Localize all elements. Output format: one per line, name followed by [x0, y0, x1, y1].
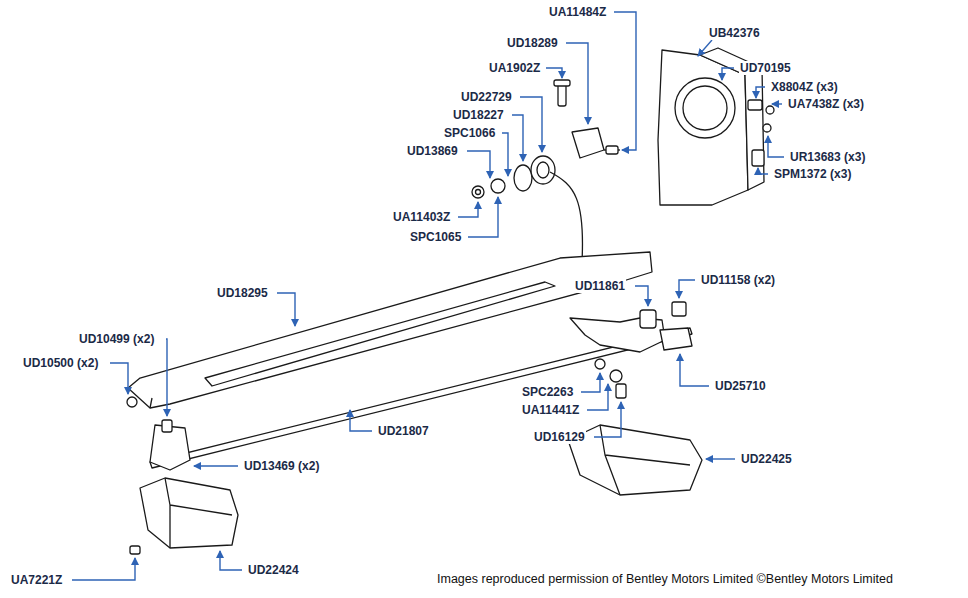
- part-number: UD18295: [216, 286, 269, 300]
- part-number: UD11158 (x2): [700, 273, 776, 287]
- part-number: UD70195: [739, 61, 792, 75]
- part-number: UA1902Z: [488, 61, 541, 75]
- part-number: UR13683 (x3): [789, 150, 866, 164]
- part-number: UD22424: [247, 563, 300, 577]
- part-number: UD13469 (x2): [243, 459, 320, 473]
- part-number: UD18289: [506, 36, 559, 50]
- part-number: UD13869: [406, 144, 459, 158]
- part-number: X8804Z (x3): [770, 80, 839, 94]
- part-number: UA7438Z (x3): [787, 97, 865, 111]
- part-number: SPC1065: [409, 230, 462, 244]
- part-number: UD22425: [740, 452, 793, 466]
- part-number: UD21807: [377, 424, 430, 438]
- part-number: SPC2263: [521, 385, 574, 399]
- part-number: UA11403Z: [392, 210, 451, 224]
- part-number: UD16129: [533, 430, 586, 444]
- part-number: UD10500 (x2): [22, 356, 99, 370]
- part-number: SPM1372 (x3): [773, 167, 852, 181]
- part-number: UD10499 (x2): [78, 332, 155, 346]
- part-number: UB42376: [708, 26, 761, 40]
- part-number: UA11484Z: [548, 5, 607, 19]
- part-number: UD11861: [574, 279, 626, 293]
- part-number: UA11441Z: [521, 403, 580, 417]
- part-number: UD22729: [460, 90, 513, 104]
- part-number: UD25710: [714, 379, 767, 393]
- copyright-caption: Images reproduced permission of Bentley …: [437, 572, 893, 587]
- part-number: SPC1066: [443, 126, 496, 140]
- part-number: UA7221Z: [10, 573, 63, 587]
- part-number: UD18227: [452, 108, 505, 122]
